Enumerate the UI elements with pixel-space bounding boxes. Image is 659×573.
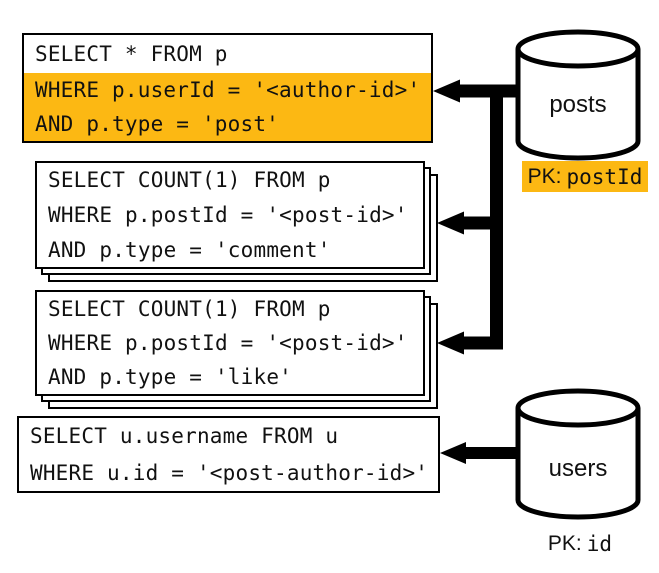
likes-count-query-stack: SELECT COUNT(1) FROM p WHERE p.postId = … [35, 290, 438, 409]
sql-line: SELECT COUNT(1) FROM p [48, 297, 331, 321]
users-database-label: users [548, 455, 608, 482]
username-query-box: SELECT u.username FROM u WHERE u.id = '<… [17, 416, 440, 493]
sql-line: SELECT * FROM p [35, 42, 228, 66]
posts-database-label: posts [549, 91, 607, 118]
arrowhead-posts-query-icon [433, 79, 460, 103]
pk-prefix: PK: [527, 164, 562, 188]
comments-count-query-stack: SELECT COUNT(1) FROM p WHERE p.postId = … [35, 161, 438, 282]
posts-database-cylinder-icon [515, 29, 641, 161]
sql-line: SELECT COUNT(1) FROM p [48, 168, 331, 193]
pk-value: postId [566, 164, 643, 189]
sql-line: AND p.type = 'comment' [48, 237, 331, 262]
pk-value: id [586, 531, 613, 556]
arrowhead-comments-query-icon [437, 211, 464, 235]
sql-line: SELECT u.username FROM u [30, 424, 339, 449]
posts-connector-trunk [457, 84, 516, 350]
arrowhead-likes-query-icon [437, 331, 464, 355]
sql-line: AND p.type = 'like' [48, 365, 293, 389]
comments-count-query-box: SELECT COUNT(1) FROM p WHERE p.postId = … [35, 161, 425, 269]
sql-line-highlighted: WHERE p.userId = '<author-id>' [24, 73, 431, 107]
users-database-cylinder-icon [515, 388, 641, 520]
sql-line-highlighted: AND p.type = 'post' [24, 107, 431, 141]
sql-line: WHERE u.id = '<post-author-id>' [30, 460, 429, 485]
posts-query-box: SELECT * FROM p WHERE p.userId = '<autho… [22, 33, 433, 143]
sql-line: WHERE p.postId = '<post-id>' [48, 331, 408, 355]
arrowhead-username-query-icon [440, 442, 466, 464]
posts-primary-key-label: PK:postId [522, 161, 648, 192]
sql-line: WHERE p.postId = '<post-id>' [48, 202, 408, 227]
likes-count-query-box: SELECT COUNT(1) FROM p WHERE p.postId = … [35, 290, 425, 396]
users-primary-key-label: PK:id [512, 530, 648, 557]
pk-prefix: PK: [547, 531, 582, 555]
